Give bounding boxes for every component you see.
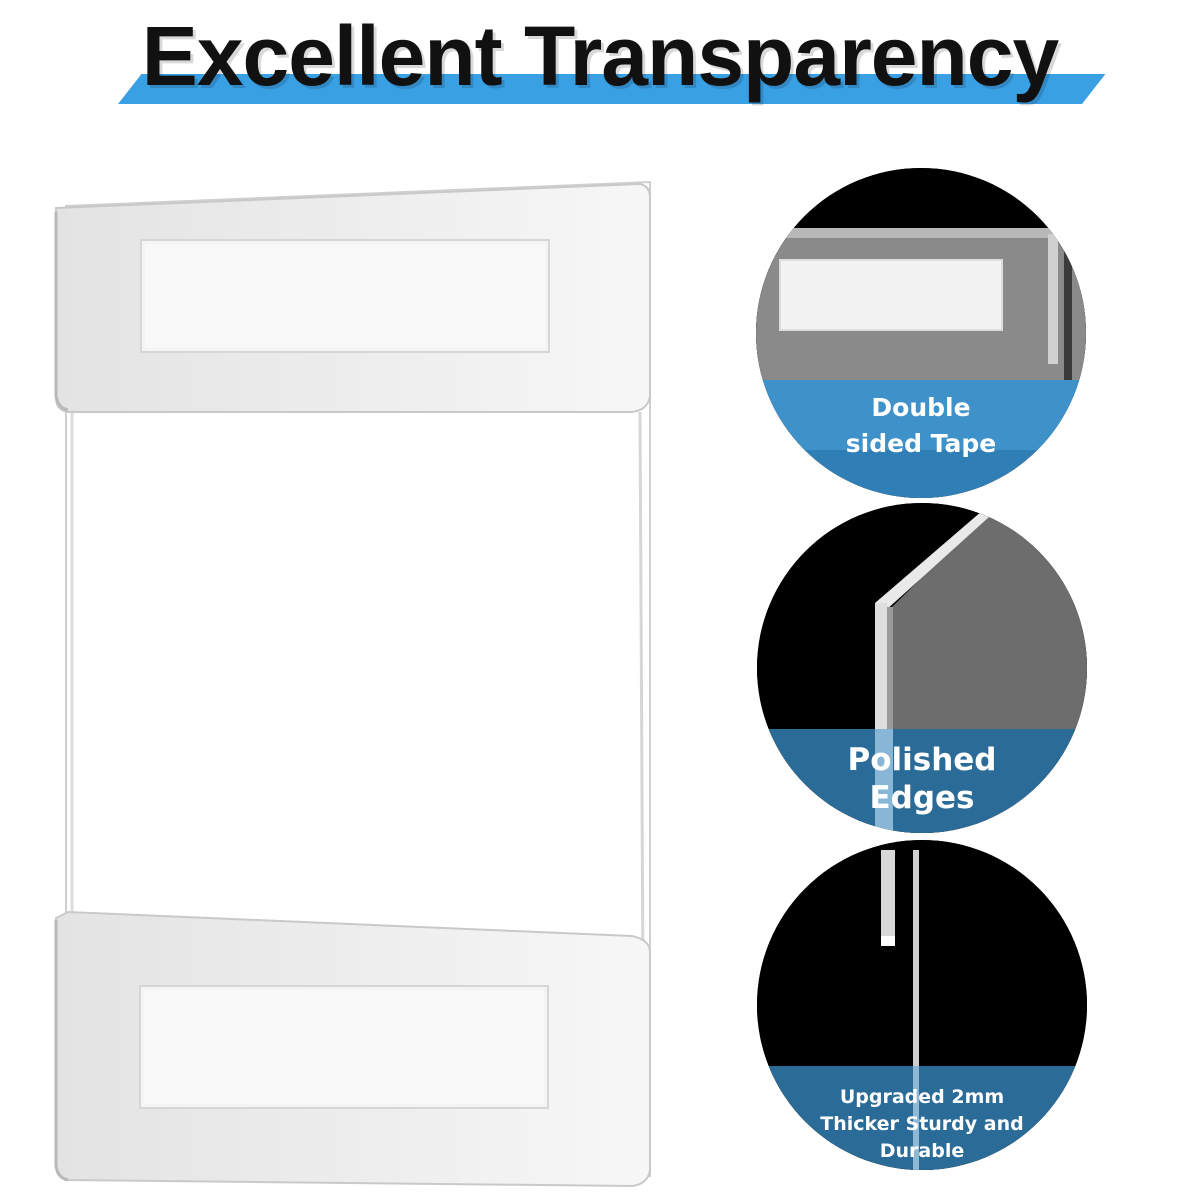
page-title: Excellent Transparency bbox=[141, 9, 1059, 103]
page-title-shadow: Excellent Transparency bbox=[144, 12, 1062, 106]
feature-tape-closeup: Double sided Tape bbox=[756, 168, 1086, 498]
thickness-closeup-icon bbox=[757, 840, 1087, 1170]
edges-label-line2: Edges bbox=[869, 780, 975, 816]
feature-thickness-closeup: Upgraded 2mm Thicker Sturdy and Durable bbox=[757, 840, 1087, 1170]
feature-edges-closeup: Polished Edges bbox=[757, 503, 1087, 833]
thickness-label-line1: Upgraded 2mm bbox=[839, 1086, 1005, 1108]
thickness-label-line3: Durable bbox=[879, 1140, 965, 1162]
edge-closeup-icon bbox=[757, 503, 1087, 833]
tape-label-line1: Double bbox=[871, 393, 971, 422]
edges-label-line1: Polished bbox=[847, 742, 997, 778]
tape-label-line2: sided Tape bbox=[845, 429, 997, 458]
tape-closeup-icon bbox=[756, 168, 1086, 498]
thickness-label-line2: Thicker Sturdy and bbox=[820, 1113, 1024, 1135]
